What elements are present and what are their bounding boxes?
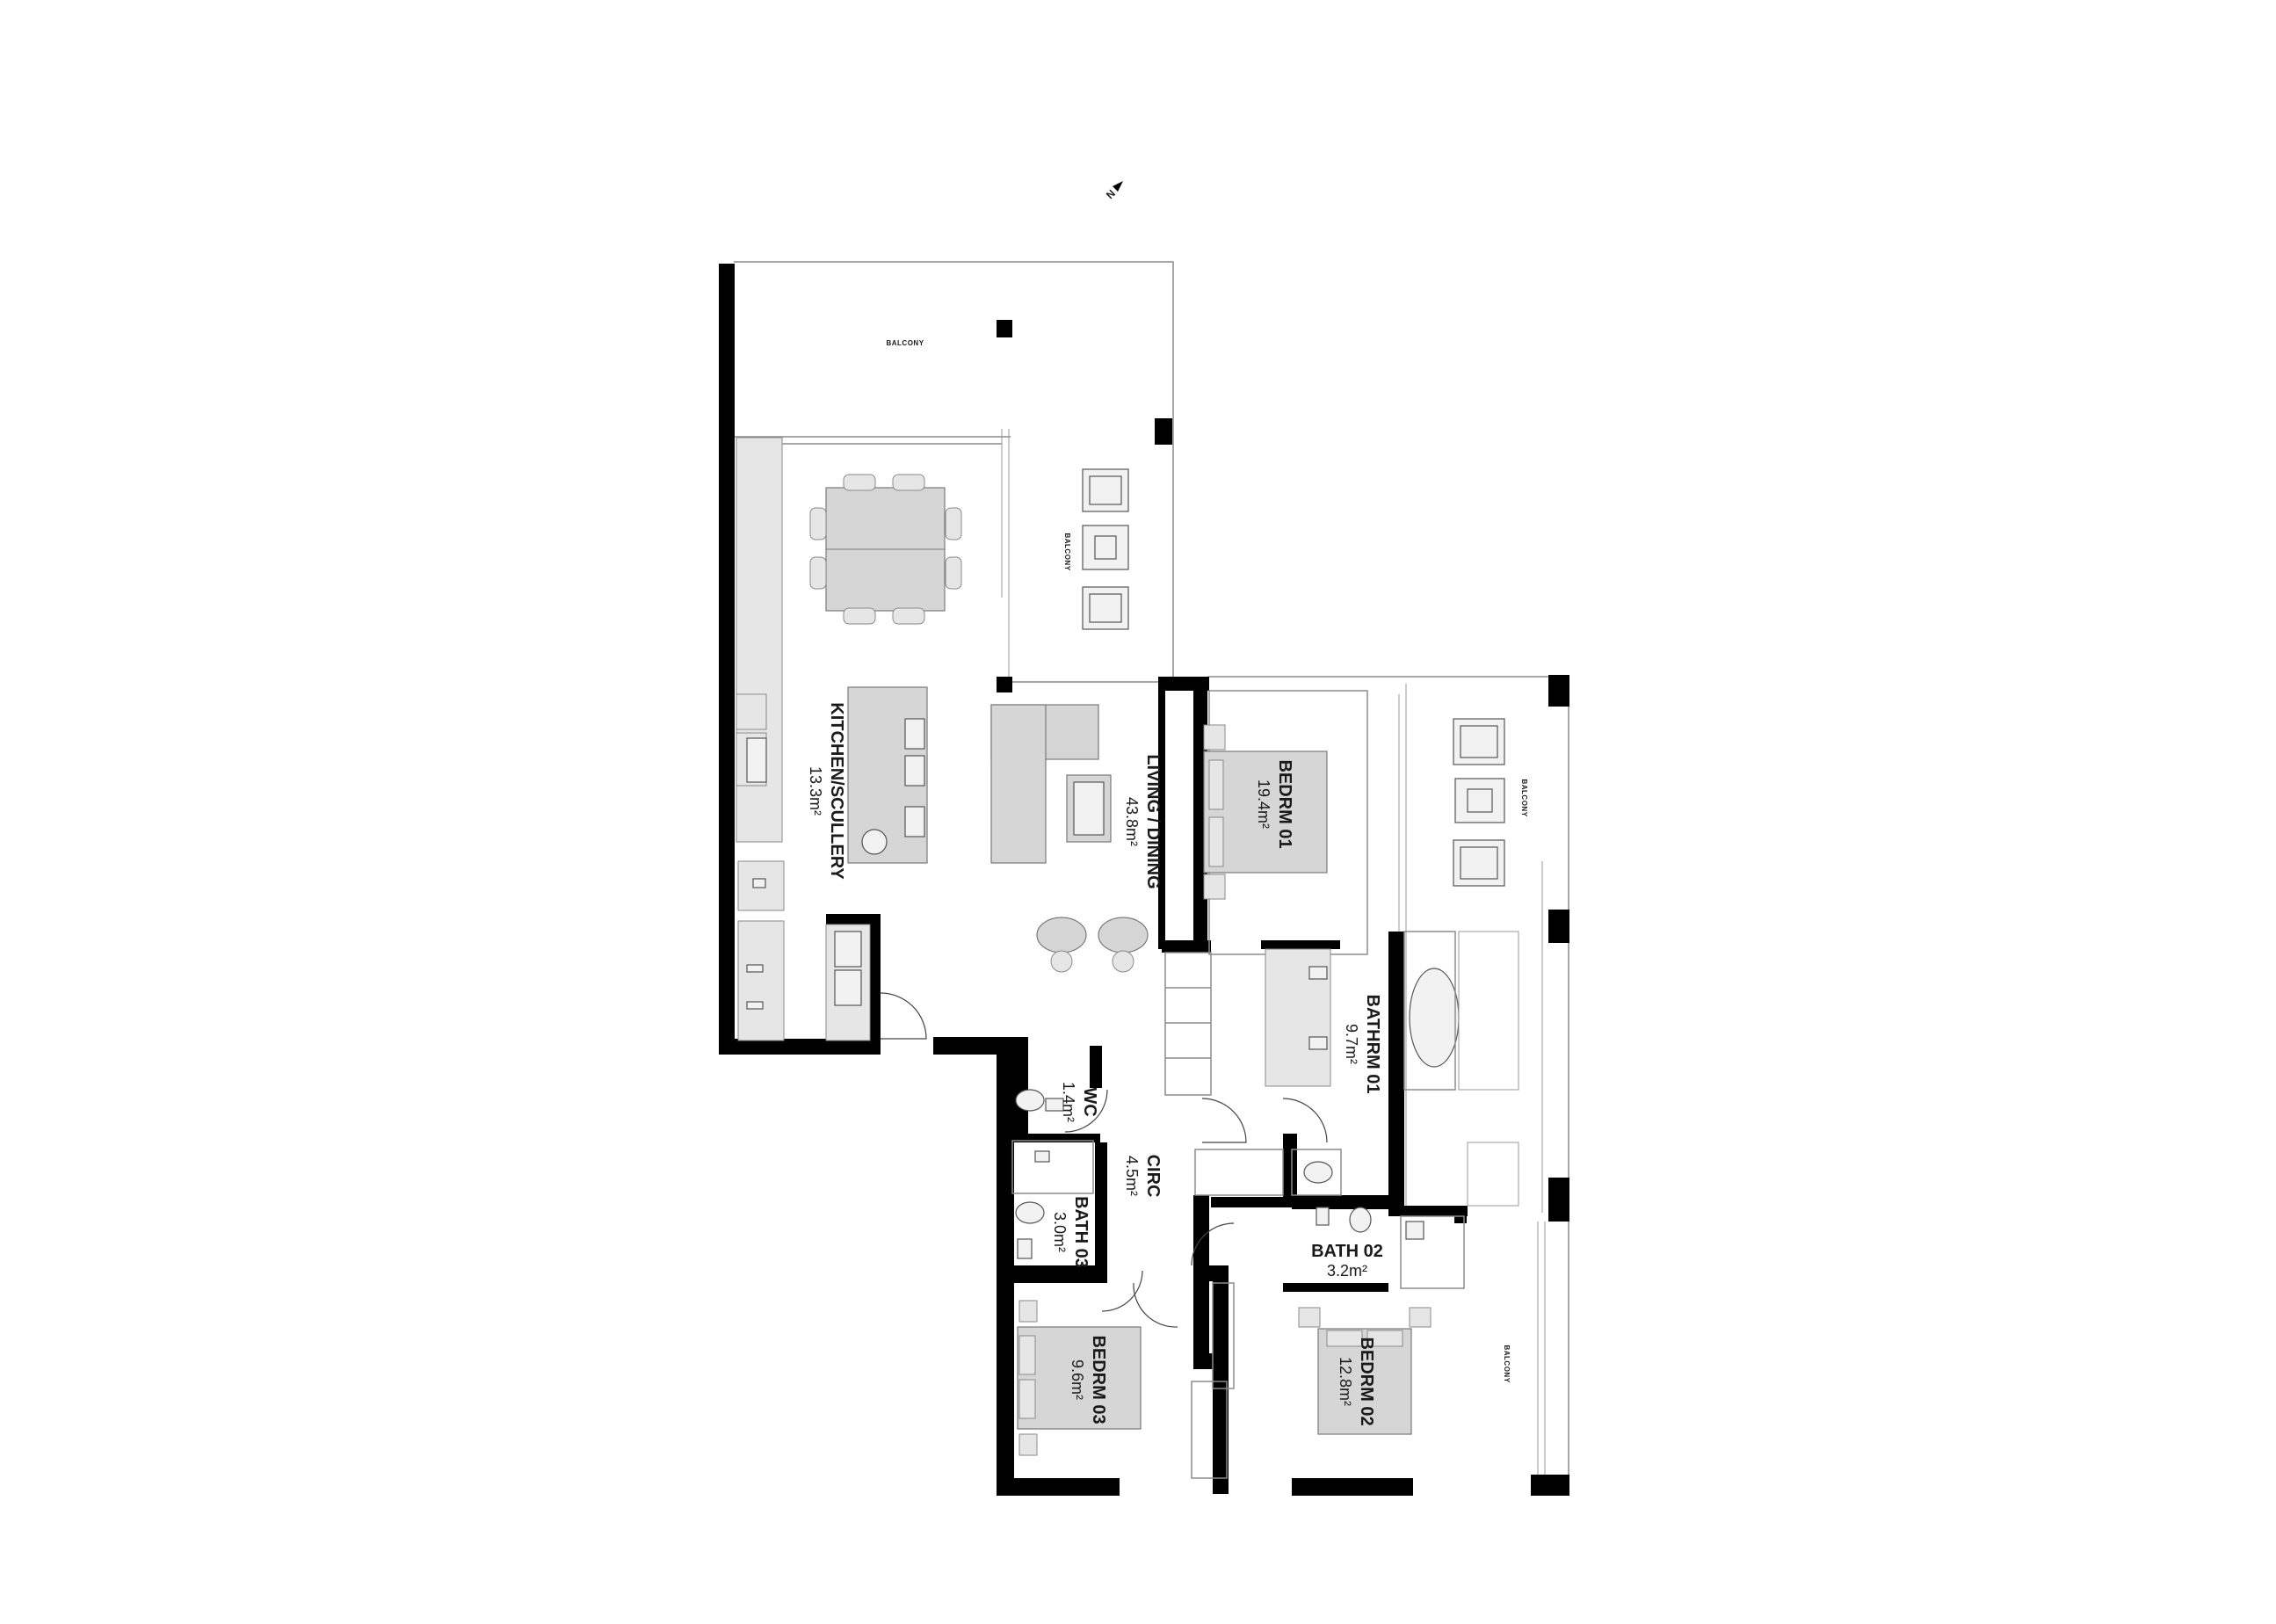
wc-bath03-fixtures (1011, 1089, 1094, 1259)
room-label-wc: WC 1.4m² (1060, 1082, 1099, 1122)
room-label-bedrm01: BEDRM 01 19.4m² (1255, 759, 1294, 848)
room-label-bathrm01: BATHRM 01 9.7m² (1343, 995, 1382, 1094)
room-area: 4.5m² (1123, 1156, 1141, 1196)
balcony-chair (1082, 468, 1129, 512)
room-area: 19.4m² (1255, 779, 1272, 829)
balcony-label: BALCONY (1503, 1345, 1511, 1382)
room-name: WC (1080, 1087, 1099, 1116)
dining-table (809, 474, 962, 625)
balcony-table (1454, 778, 1505, 823)
room-name: BATHRM 01 (1363, 995, 1382, 1094)
room-name: LIVING / DINING (1143, 754, 1163, 888)
doors (880, 992, 1328, 1328)
room-label-bath02: BATH 02 3.2m² (1311, 1242, 1383, 1280)
room-area: 1.4m² (1060, 1082, 1077, 1122)
room-name: CIRC (1143, 1155, 1163, 1198)
balcony-chair (1453, 718, 1505, 765)
top-balcony (734, 261, 1174, 692)
bath02-fixtures (1291, 1149, 1465, 1289)
room-name: BATH 02 (1311, 1242, 1383, 1261)
balcony-chair (1453, 839, 1505, 887)
bedroom-01-furniture (1203, 690, 1368, 955)
balcony-table (1082, 525, 1129, 570)
room-label-bedrm02: BEDRM 02 12.8m² (1337, 1337, 1376, 1425)
balcony-label: BALCONY (1520, 779, 1528, 816)
room-label-bath03: BATH 03 3.0m² (1051, 1196, 1091, 1268)
right-balcony (1208, 675, 1569, 1496)
bedroom-03-furniture (1017, 1300, 1142, 1456)
walls (719, 264, 1468, 1496)
room-area: 3.0m² (1051, 1212, 1069, 1252)
room-label-circ: CIRC 4.5m² (1123, 1155, 1163, 1198)
room-name: BEDRM 03 (1089, 1335, 1108, 1424)
room-area: 43.8m² (1123, 797, 1141, 846)
room-name: BATH 03 (1071, 1196, 1091, 1268)
north-arrow: N (1104, 181, 1123, 201)
room-name: BEDRM 02 (1357, 1337, 1376, 1425)
room-label-living: LIVING / DINING 43.8m² (1123, 754, 1163, 888)
balcony-chair (1082, 586, 1129, 630)
room-area: 9.7m² (1343, 1024, 1360, 1064)
bathroom-01-fixtures (1265, 931, 1519, 1207)
room-area: 13.3m² (807, 766, 824, 816)
bedroom-02-furniture (1298, 1307, 1432, 1435)
balcony-label: BALCONY (886, 339, 924, 347)
room-name: BEDRM 01 (1275, 759, 1294, 848)
room-area: 9.6m² (1069, 1359, 1086, 1400)
room-name: KITCHEN/SCULLERY (827, 702, 846, 880)
wardrobes (1164, 952, 1284, 1479)
kitchen-area (736, 437, 928, 1041)
balcony-label: BALCONY (1063, 533, 1071, 570)
room-area: 12.8m² (1337, 1357, 1354, 1406)
room-area: 3.2m² (1327, 1262, 1367, 1280)
room-label-bedrm03: BEDRM 03 9.6m² (1069, 1335, 1108, 1424)
sofa (990, 704, 1149, 973)
room-label-kitchen: KITCHEN/SCULLERY 13.3m² (807, 702, 846, 880)
